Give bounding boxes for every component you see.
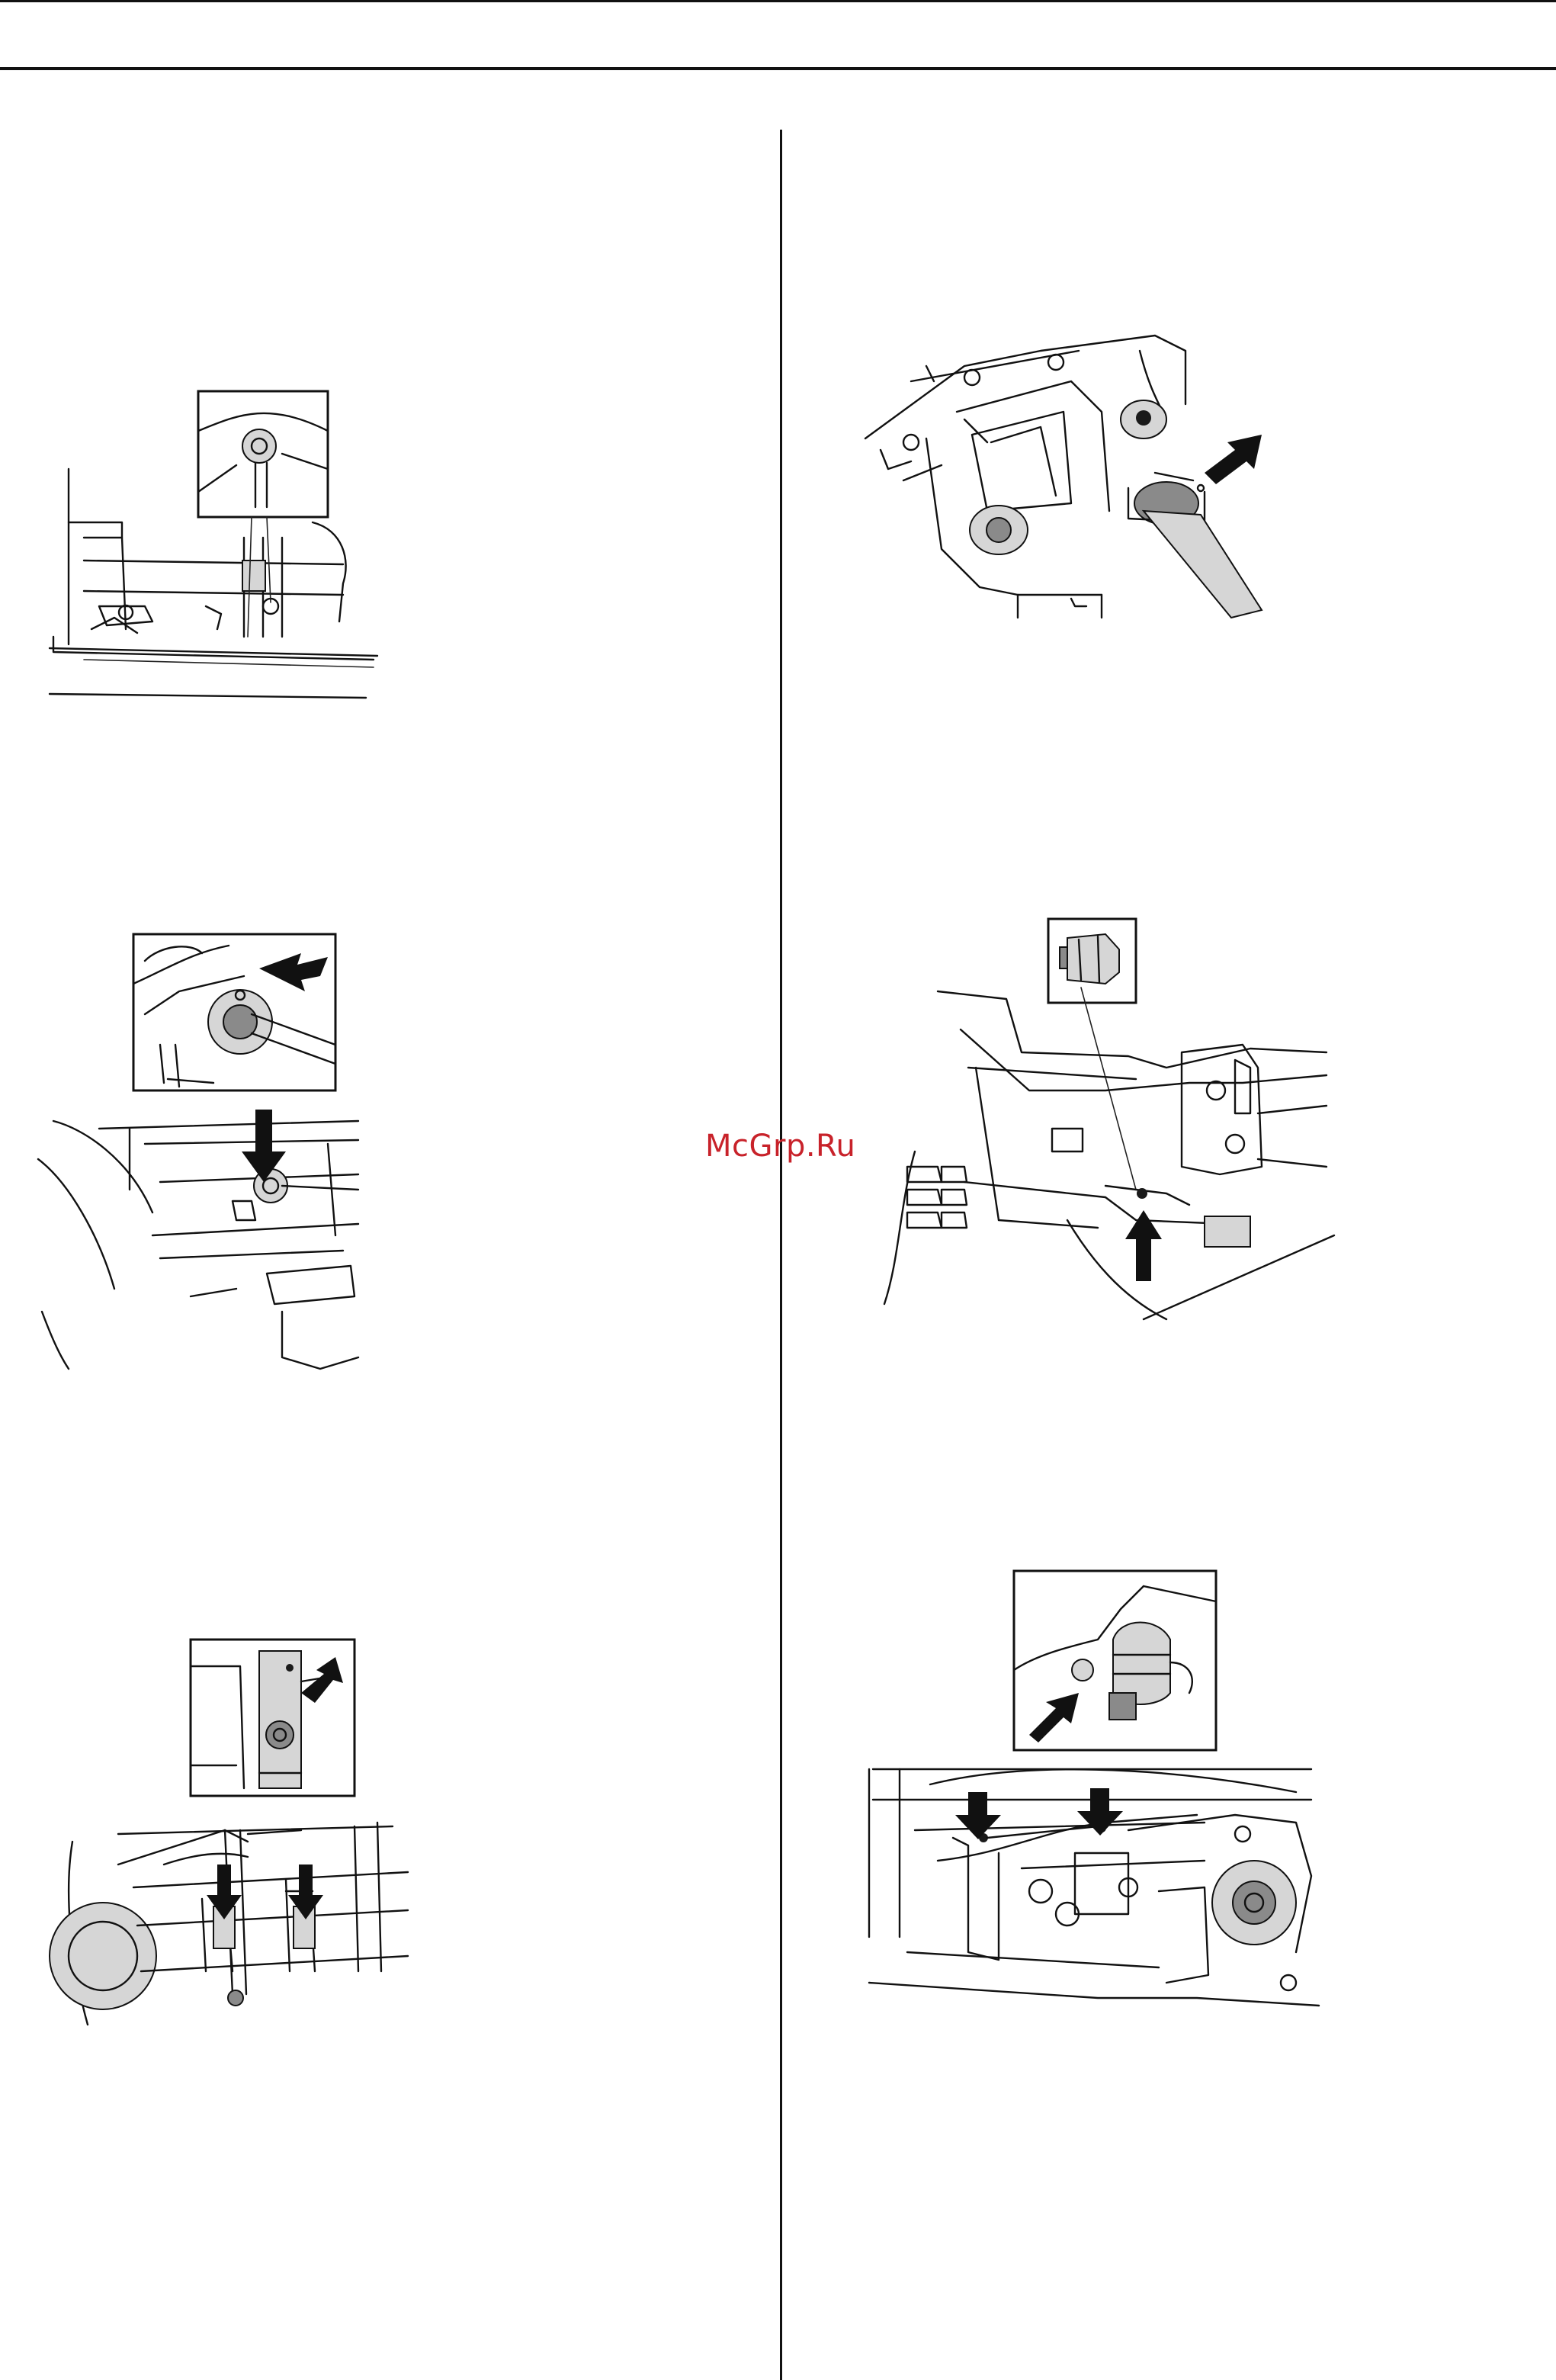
watermark-text: McGrp.Ru	[705, 1129, 855, 1164]
column-divider	[780, 130, 782, 2380]
header-rule	[0, 67, 1556, 70]
rear-axle-grease-points-icon	[869, 1571, 1319, 2017]
grease-nipple-icon	[877, 915, 1334, 1323]
steering-joint-wrench-icon	[865, 336, 1262, 625]
figure-6	[869, 1571, 1319, 2017]
bearing-flange-arrow-icon	[38, 930, 374, 1373]
bearing-mount-inset-icon	[38, 385, 381, 705]
figure-5	[877, 915, 1334, 1323]
figure-4	[865, 336, 1262, 625]
top-border	[0, 0, 1556, 2]
figure-3	[72, 1636, 415, 2025]
figure-1	[38, 385, 381, 705]
axle-bracket-arrows-icon	[72, 1636, 415, 2025]
figure-2	[38, 930, 374, 1373]
